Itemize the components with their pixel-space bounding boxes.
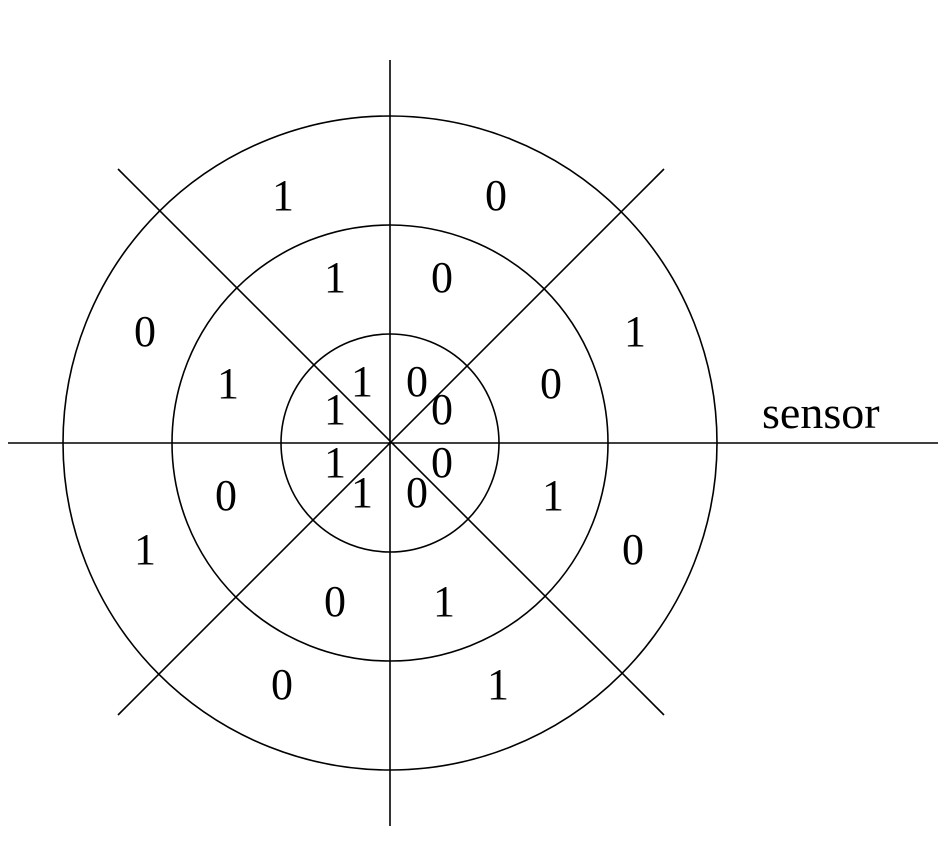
outer-bit-2: 1 xyxy=(624,307,646,356)
outer-bit-3: 0 xyxy=(622,525,644,574)
inner-bit-5: 1 xyxy=(351,468,373,517)
middle-bit-3: 1 xyxy=(542,471,564,520)
inner-bit-4: 0 xyxy=(406,468,428,517)
middle-bit-7: 1 xyxy=(217,359,239,408)
outer-bit-7: 0 xyxy=(134,307,156,356)
middle-bit-2: 0 xyxy=(540,359,562,408)
outer-bit-6: 1 xyxy=(134,525,156,574)
outer-bit-4: 1 xyxy=(487,660,509,709)
inner-bit-2: 0 xyxy=(431,385,453,434)
middle-bit-5: 0 xyxy=(324,577,346,626)
middle-bit-4: 1 xyxy=(433,577,455,626)
outer-bit-1: 0 xyxy=(485,171,507,220)
outer-bit-5: 0 xyxy=(271,660,293,709)
inner-bit-0: 1 xyxy=(351,357,373,406)
outer-bit-0: 1 xyxy=(272,171,294,220)
middle-bit-1: 0 xyxy=(431,253,453,302)
diagonal-line-ascending xyxy=(117,168,665,716)
sensor-label: sensor xyxy=(762,387,880,438)
middle-bit-0: 1 xyxy=(324,253,346,302)
inner-bit-3: 0 xyxy=(431,438,453,487)
inner-bit-6: 1 xyxy=(324,438,346,487)
middle-bit-6: 0 xyxy=(215,471,237,520)
inner-bit-1: 0 xyxy=(406,357,428,406)
inner-bit-7: 1 xyxy=(324,385,346,434)
